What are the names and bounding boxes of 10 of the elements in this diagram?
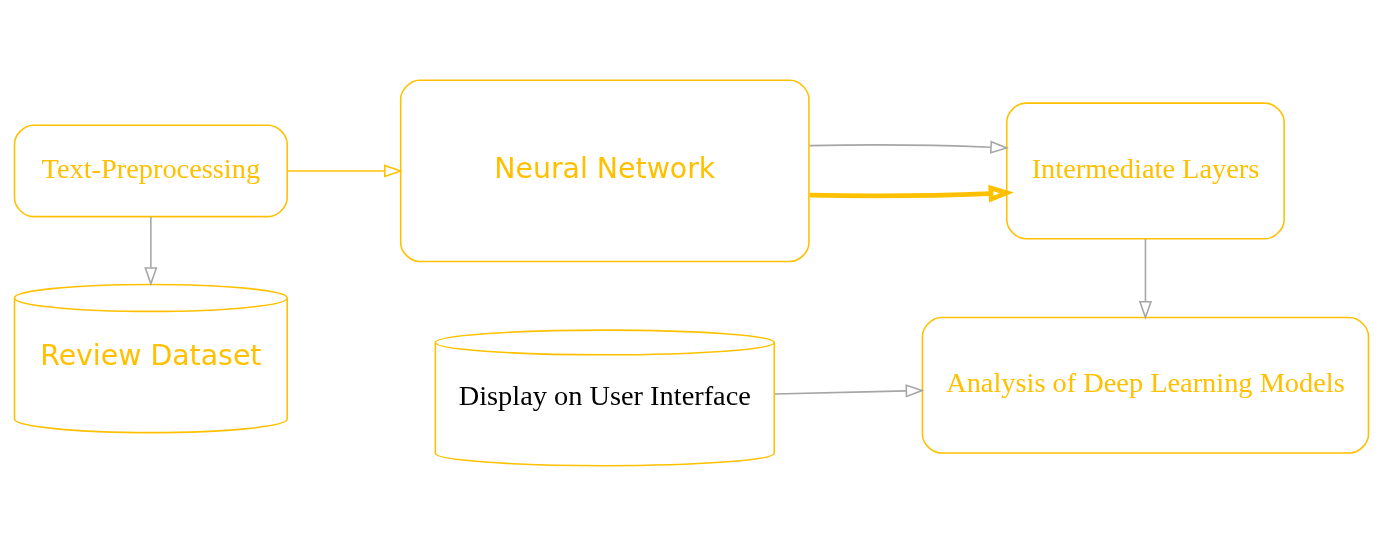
arrow: [774, 383, 925, 398]
arrow: [809, 184, 1014, 203]
node-box: Analysis of Deep Learning Models: [921, 316, 1370, 454]
node-box: Intermediate Layers: [1005, 101, 1285, 239]
node-box: Text-Preprocessing: [13, 123, 288, 217]
arrow: [144, 215, 158, 286]
arrow: [808, 140, 1010, 154]
arrow: [286, 163, 403, 178]
arrow: [1138, 237, 1153, 320]
node-box: Neural Network: [399, 79, 810, 262]
